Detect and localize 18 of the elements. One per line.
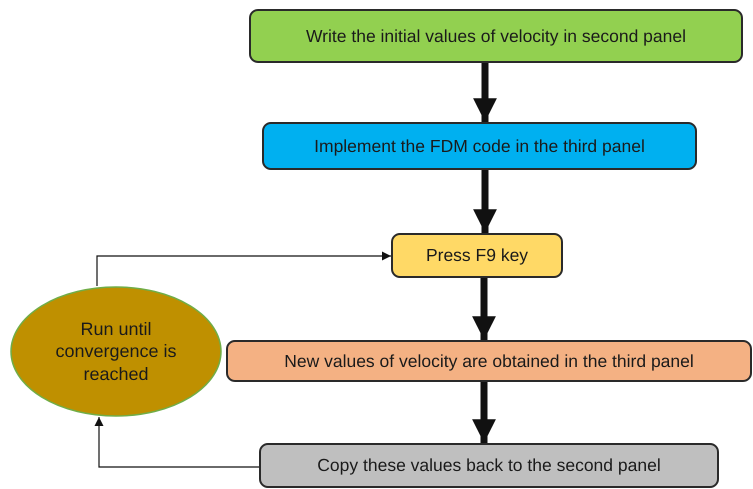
arrow (473, 63, 497, 122)
node-label: New values of velocity are obtained in the third panel (284, 350, 694, 372)
arrow (96, 252, 391, 286)
node-label: Write the initial values of velocity in second panel (306, 26, 686, 46)
process-box (249, 9, 743, 63)
arrow (94, 417, 259, 468)
process-box (391, 233, 563, 278)
arrow (473, 170, 497, 233)
arrow (472, 278, 496, 340)
node-label: Press F9 key (426, 245, 528, 266)
process-ellipse (10, 286, 222, 417)
node-label: Run until convergence is reached (54, 318, 178, 386)
process-box (259, 443, 719, 488)
process-box (226, 340, 752, 382)
process-box (262, 122, 697, 170)
node-label: Implement the FDM code in the third panel (314, 136, 645, 156)
arrow (472, 382, 496, 443)
node-label: Copy these values back to the second panel (317, 455, 661, 476)
